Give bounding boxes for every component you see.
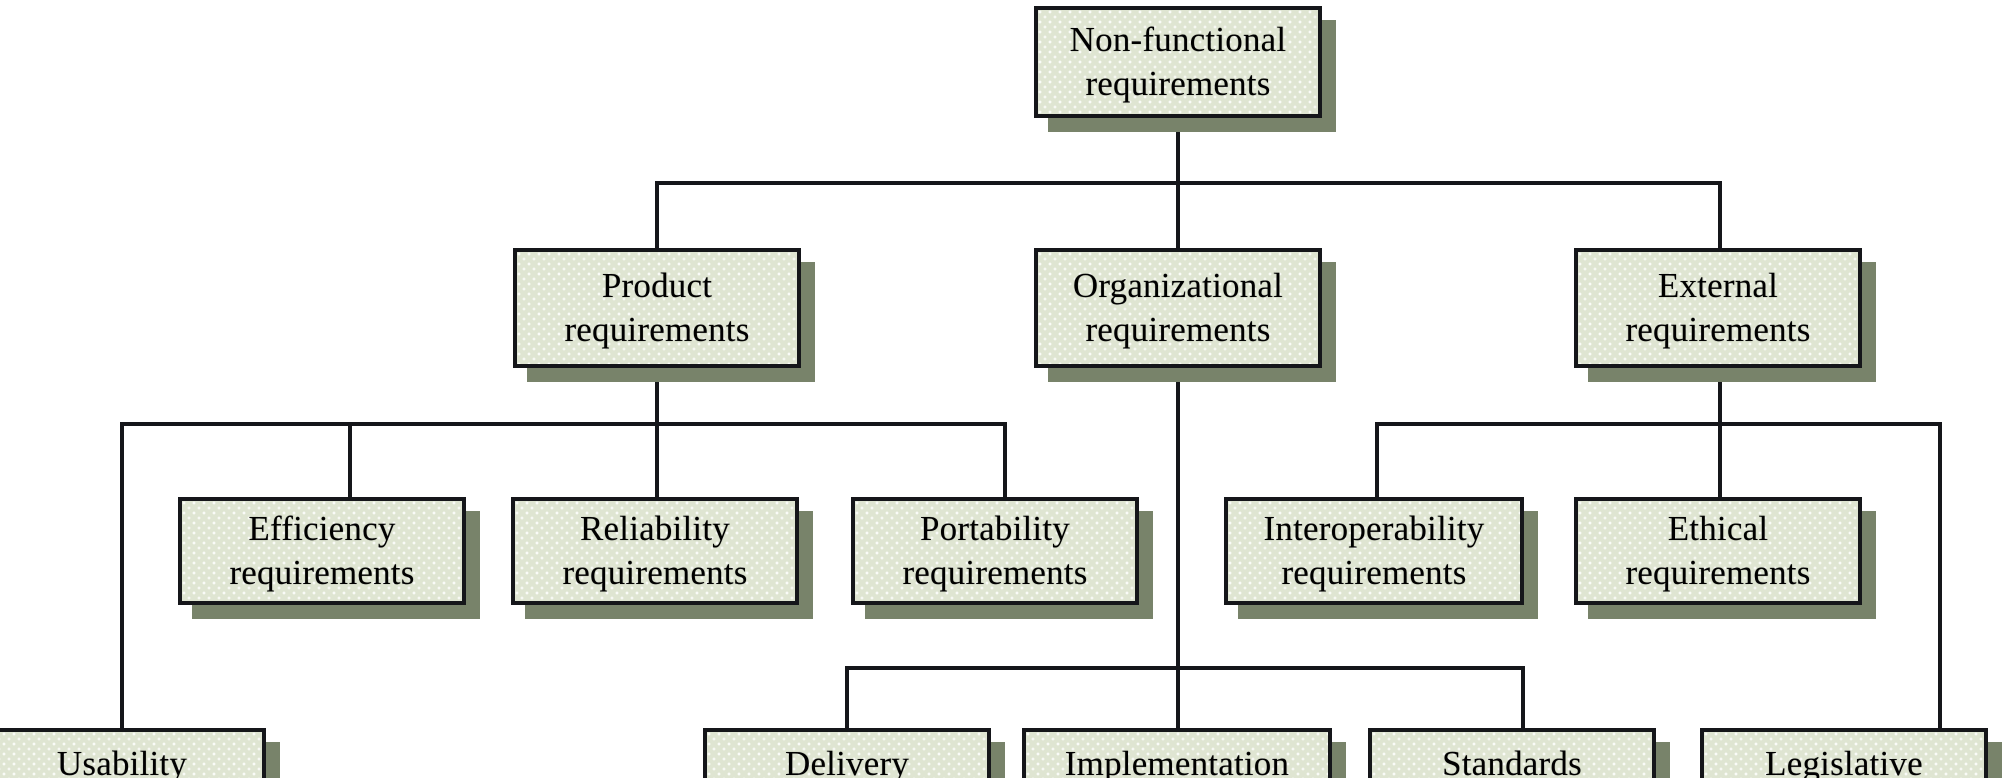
- node-label: Non-functional requirements: [1069, 19, 1287, 103]
- node-label: Efficiency requirements: [229, 508, 415, 592]
- node-legislative-requirements[interactable]: Legislative: [1700, 728, 2002, 778]
- edge-organizational-to-delivery: [845, 666, 849, 728]
- edge-product-to-usability: [120, 422, 124, 728]
- node-ethical-requirements[interactable]: Ethical requirements: [1574, 497, 1876, 619]
- edge-product-bus: [120, 422, 1007, 426]
- edge-external-to-legislative: [1938, 422, 1942, 728]
- edge-external-bus: [1375, 422, 1938, 426]
- node-label: Reliability requirements: [562, 508, 748, 592]
- edge-root-bus: [655, 181, 1722, 185]
- node-face: Ethical requirements: [1574, 497, 1862, 605]
- edge-external-stem: [1718, 368, 1722, 424]
- node-label: Implementation: [1064, 744, 1290, 778]
- edge-root-to-external: [1718, 181, 1722, 248]
- node-face: Portability requirements: [851, 497, 1139, 605]
- edge-organizational-bus: [845, 666, 1525, 670]
- edge-organizational-to-standards: [1521, 666, 1525, 728]
- node-face: Delivery: [703, 728, 991, 778]
- node-interoperability-requirements[interactable]: Interoperability requirements: [1224, 497, 1538, 619]
- node-label: Portability requirements: [902, 508, 1088, 592]
- edge-root-stem: [1176, 118, 1180, 183]
- node-external-requirements[interactable]: External requirements: [1574, 248, 1876, 382]
- node-organizational-requirements[interactable]: Organizational requirements: [1034, 248, 1336, 382]
- node-label: Legislative: [1765, 744, 1923, 778]
- node-face: Non-functional requirements: [1034, 6, 1322, 118]
- node-non-functional-requirements[interactable]: Non-functional requirements: [1034, 6, 1336, 132]
- node-label: Organizational requirements: [1072, 265, 1284, 349]
- node-label: External requirements: [1625, 265, 1811, 349]
- node-face: Reliability requirements: [511, 497, 799, 605]
- edge-organizational-to-implementation: [1176, 666, 1180, 728]
- edge-external-to-interoperability: [1375, 422, 1379, 497]
- node-face: Organizational requirements: [1034, 248, 1322, 368]
- edge-product-stem: [655, 368, 659, 424]
- node-label: Usability: [56, 744, 188, 778]
- node-face: External requirements: [1574, 248, 1862, 368]
- node-label: Interoperability requirements: [1263, 508, 1485, 592]
- node-reliability-requirements[interactable]: Reliability requirements: [511, 497, 813, 619]
- edge-organizational-stem: [1176, 368, 1180, 668]
- node-implementation-requirements[interactable]: Implementation: [1022, 728, 1346, 778]
- node-label: Standards: [1442, 744, 1582, 778]
- node-face: Product requirements: [513, 248, 801, 368]
- node-face: Standards: [1368, 728, 1656, 778]
- node-usability-requirements[interactable]: Usability: [0, 728, 280, 778]
- node-face: Implementation: [1022, 728, 1332, 778]
- node-label: Delivery: [784, 744, 910, 778]
- node-face: Efficiency requirements: [178, 497, 466, 605]
- node-delivery-requirements[interactable]: Delivery: [703, 728, 1005, 778]
- edge-root-to-product: [655, 181, 659, 248]
- node-face: Interoperability requirements: [1224, 497, 1524, 605]
- node-label: Product requirements: [564, 265, 750, 349]
- node-portability-requirements[interactable]: Portability requirements: [851, 497, 1153, 619]
- edge-root-to-organizational: [1176, 181, 1180, 248]
- edge-product-to-efficiency: [348, 422, 352, 497]
- edge-product-to-portability: [1003, 422, 1007, 497]
- node-product-requirements[interactable]: Product requirements: [513, 248, 815, 382]
- node-efficiency-requirements[interactable]: Efficiency requirements: [178, 497, 480, 619]
- node-label: Ethical requirements: [1625, 508, 1811, 592]
- edge-external-to-ethical: [1718, 422, 1722, 497]
- node-standards-requirements[interactable]: Standards: [1368, 728, 1670, 778]
- node-face: Legislative: [1700, 728, 1988, 778]
- edge-product-to-reliability: [655, 422, 659, 497]
- node-face: Usability: [0, 728, 266, 778]
